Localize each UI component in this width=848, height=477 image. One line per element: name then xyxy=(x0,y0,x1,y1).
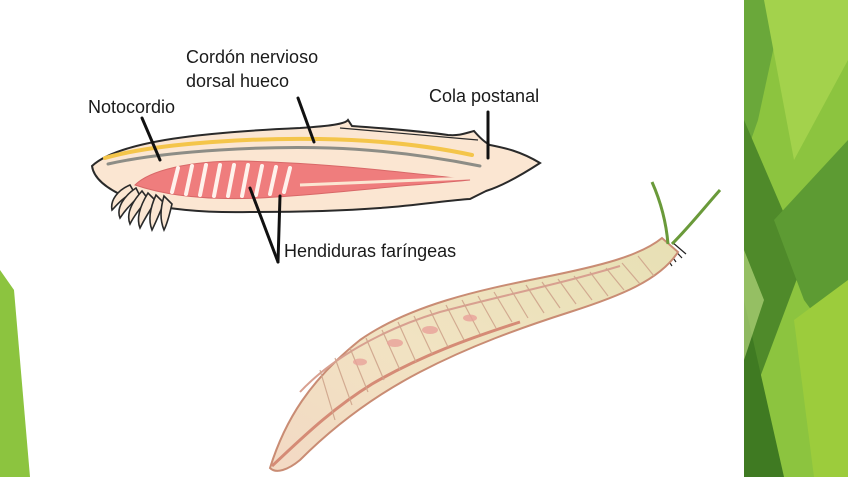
label-notocordio: Notocordio xyxy=(88,97,176,117)
lancelet-illustration-icon xyxy=(268,181,722,472)
label-cordon-line1: Cordón nervioso xyxy=(186,47,319,67)
schematic-body xyxy=(90,118,542,232)
theme-decoration-left xyxy=(0,270,30,477)
label-pointers xyxy=(140,96,490,264)
label-cordon-line2: dorsal hueco xyxy=(186,71,290,91)
label-hendiduras: Hendiduras faríngeas xyxy=(284,241,457,261)
theme-decoration-right xyxy=(744,0,848,477)
label-cola-postanal: Cola postanal xyxy=(429,86,540,106)
